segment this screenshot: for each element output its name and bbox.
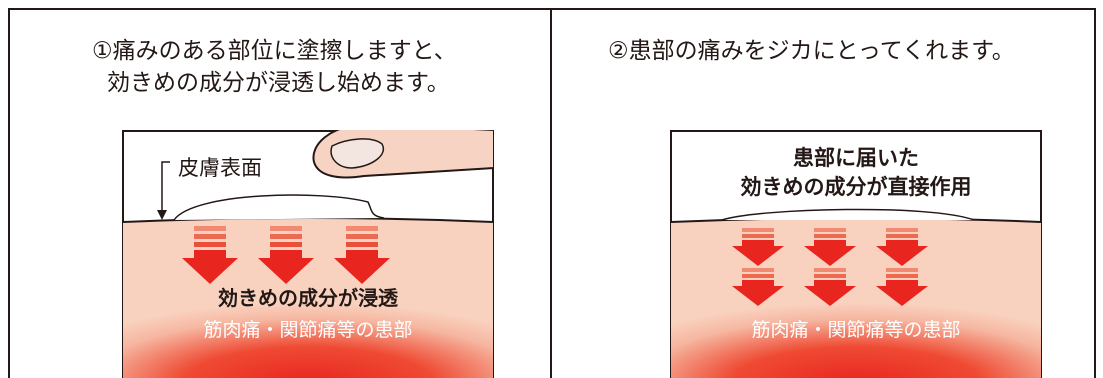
panel1-caption-line2: 効きめの成分が浸透し始めます。 [107,70,450,96]
frame-divider [550,8,552,378]
panel1-caption-line1: ①痛みのある部位に塗擦しますと、 [92,38,457,64]
down-arrow-icon [876,228,928,266]
frame-top-border [8,8,1096,10]
down-arrow-icon [732,268,784,306]
down-arrow-icon [182,226,238,284]
down-arrow-icon [258,226,314,284]
down-arrow-icon [876,268,928,306]
down-arrow-icon [804,228,856,266]
panel1-illustration: 皮膚表面 効きめの成分が浸透 筋肉痛・関節痛等の患部 [122,130,494,378]
down-arrow-icon [804,268,856,306]
panel2-caption: ②患部の痛みをジカにとってくれます。 [608,38,1015,64]
penetration-label: 効きめの成分が浸透 [218,286,398,310]
panel2-illustration: 患部に届いた 効きめの成分が直接作用 筋肉痛・関節痛等の患部 [670,130,1042,378]
direct-action-label: 患部に届いた 効きめの成分が直接作用 [670,144,1042,202]
frame-left-border [8,8,10,378]
down-arrow-icon [732,228,784,266]
direct-action-label-line1: 患部に届いた [793,146,919,170]
affected-area-label: 筋肉痛・関節痛等の患部 [751,319,961,341]
down-arrow-icon [334,226,390,284]
panel2-skin-diagram [670,130,1042,378]
direct-action-label-line2: 効きめの成分が直接作用 [740,175,972,199]
skin-surface-label: 皮膚表面 [178,156,262,180]
finger-icon [312,130,494,179]
affected-area-label: 筋肉痛・関節痛等の患部 [203,319,413,341]
frame-right-border [1094,8,1096,378]
